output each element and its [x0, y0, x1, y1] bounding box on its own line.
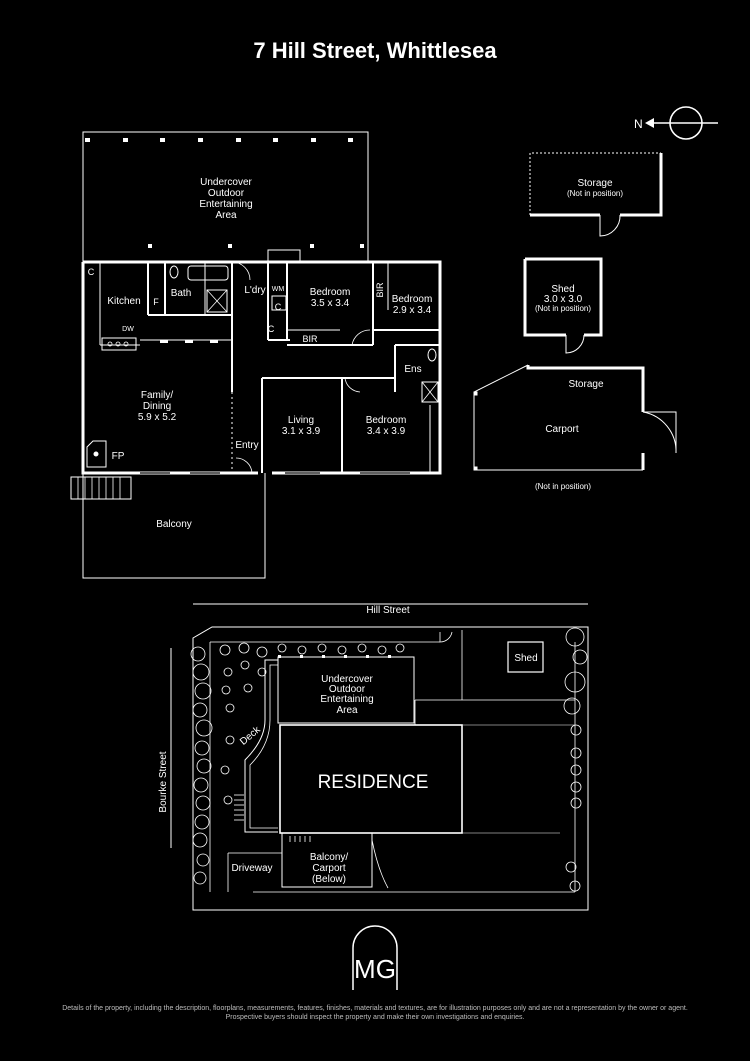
north-compass-icon: N: [634, 106, 718, 140]
site-balcony-1: Balcony/: [310, 852, 349, 863]
dishwasher-label: DW: [122, 326, 134, 333]
undercover-label-4: Area: [215, 210, 237, 221]
compass-label: N: [634, 117, 643, 131]
driveway-label: Driveway: [231, 863, 272, 874]
bedroom3-size: 3.4 x 3.9: [367, 426, 406, 437]
family-size: 5.9 x 5.2: [138, 412, 177, 423]
bourke-street-label: Bourke Street: [158, 751, 169, 812]
washing-machine-label: WM: [272, 286, 285, 293]
storage1-name: Storage: [577, 178, 612, 189]
site-undercover-2: Outdoor: [329, 684, 366, 695]
kitchen-label: Kitchen: [107, 296, 140, 307]
bedroom2-name: Bedroom: [392, 294, 433, 305]
undercover-label-3: Entertaining: [199, 199, 252, 210]
living-size: 3.1 x 3.9: [282, 426, 321, 437]
site-shed-label: Shed: [514, 653, 537, 664]
fireplace-label: FP: [112, 451, 125, 462]
balcony-label: Balcony: [156, 519, 192, 530]
storage2-name: Storage: [568, 379, 603, 390]
carport-note: (Not in position): [535, 482, 591, 491]
floor-plan: [70, 131, 442, 579]
living-name: Living: [288, 415, 314, 426]
agency-logo: MG: [352, 925, 398, 990]
entry-label: Entry: [235, 440, 258, 451]
site-balcony-3: (Below): [312, 874, 346, 885]
shed-note: (Not in position): [535, 304, 591, 313]
kitchen-cupboard-label: C: [88, 267, 95, 277]
disclaimer: Details of the property, including the d…: [20, 1004, 730, 1022]
tree-icons: [190, 627, 588, 892]
site-undercover-4: Area: [336, 705, 358, 716]
site-undercover-3: Entertaining: [320, 694, 373, 705]
shed-name: Shed: [551, 284, 574, 295]
bath-label: Bath: [171, 288, 192, 299]
page-title: 7 Hill Street, Whittlesea: [253, 38, 497, 63]
site-plan: [170, 603, 589, 911]
bedroom2-robe-label: BIR: [375, 282, 385, 298]
disclaimer-line-1: Details of the property, including the d…: [62, 1005, 688, 1012]
fridge-label: F: [153, 297, 159, 307]
shed-size: 3.0 x 3.0: [544, 294, 583, 305]
floorplan-drawing: N: [70, 106, 718, 990]
site-undercover-1: Undercover: [321, 674, 373, 685]
ensuite-label: Ens: [404, 364, 421, 375]
undercover-label-1: Undercover: [200, 177, 252, 188]
bedroom1-name: Bedroom: [310, 287, 351, 298]
hall-cupboard-label: C: [268, 324, 275, 334]
family-label-1: Family/: [141, 390, 173, 401]
bedroom1-robe-label: BIR: [302, 334, 318, 344]
storage1-note: (Not in position): [567, 189, 623, 198]
bedroom2-size: 2.9 x 3.4: [393, 305, 432, 316]
laundry-label: L'dry: [244, 285, 265, 296]
bedroom1-size: 3.5 x 3.4: [311, 298, 350, 309]
disclaimer-line-2: Prospective buyers should inspect the pr…: [225, 1014, 525, 1021]
laundry-cupboard-label: C: [275, 302, 282, 312]
residence-label: RESIDENCE: [318, 772, 429, 793]
carport-name: Carport: [545, 424, 579, 435]
undercover-area-outline: [82, 131, 369, 262]
logo-letters: MG: [354, 954, 396, 984]
undercover-label-2: Outdoor: [208, 188, 245, 199]
bedroom3-name: Bedroom: [366, 415, 407, 426]
undercover-posts: [85, 138, 364, 248]
deck-label: Deck: [238, 724, 263, 748]
site-balcony-2: Carport: [312, 863, 346, 874]
hill-street-label: Hill Street: [366, 605, 410, 616]
family-label-2: Dining: [143, 401, 171, 412]
